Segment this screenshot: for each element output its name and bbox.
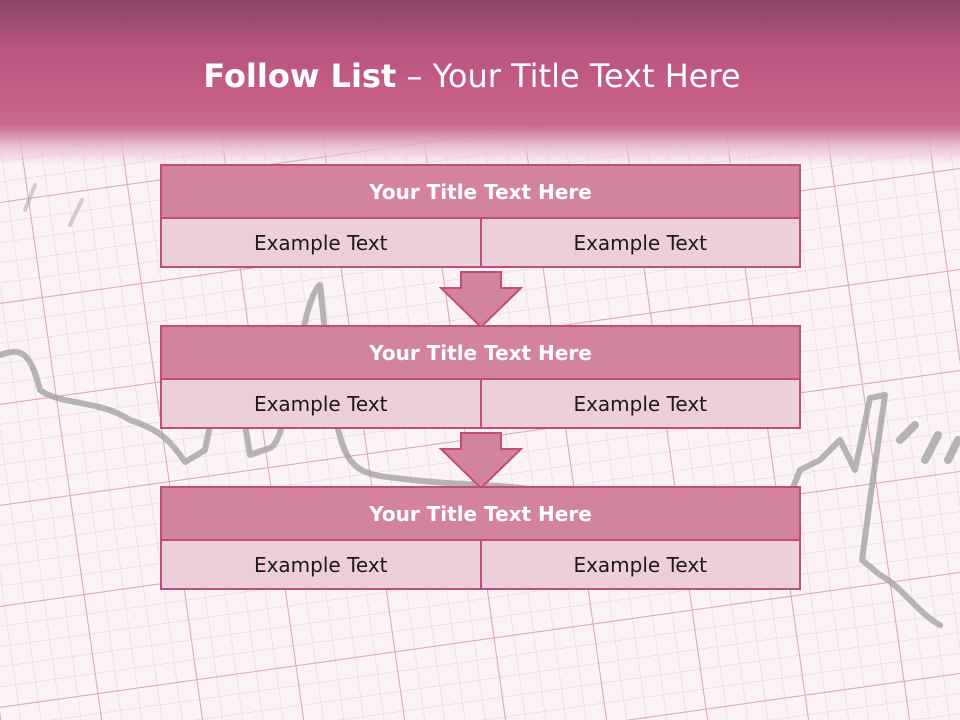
block-left-text: Example Text bbox=[253, 552, 388, 577]
follow-block-1: Your Title Text Here Example Text Exampl… bbox=[160, 164, 801, 268]
block-right-text: Example Text bbox=[479, 541, 800, 588]
block-left-text: Example Text bbox=[253, 391, 388, 416]
down-arrow-icon bbox=[438, 271, 524, 329]
block-title: Your Title Text Here bbox=[160, 164, 801, 219]
block-row: Example Text Example Text bbox=[160, 380, 801, 429]
block-title: Your Title Text Here bbox=[160, 325, 801, 380]
slide-title-rest: – Your Title Text Here bbox=[396, 57, 741, 95]
follow-block-3: Your Title Text Here Example Text Exampl… bbox=[160, 486, 801, 590]
block-title: Your Title Text Here bbox=[160, 486, 801, 541]
follow-block-2: Your Title Text Here Example Text Exampl… bbox=[160, 325, 801, 429]
down-arrow-icon bbox=[438, 432, 524, 490]
block-row: Example Text Example Text bbox=[160, 219, 801, 268]
block-right-text: Example Text bbox=[479, 219, 800, 266]
slide-title-bold: Follow List bbox=[203, 57, 397, 95]
block-right-text: Example Text bbox=[479, 380, 800, 427]
title-banner bbox=[0, 0, 960, 165]
block-left-text: Example Text bbox=[253, 230, 388, 255]
slide-title: Follow List – Your Title Text Here bbox=[0, 52, 944, 100]
block-row: Example Text Example Text bbox=[160, 541, 801, 590]
